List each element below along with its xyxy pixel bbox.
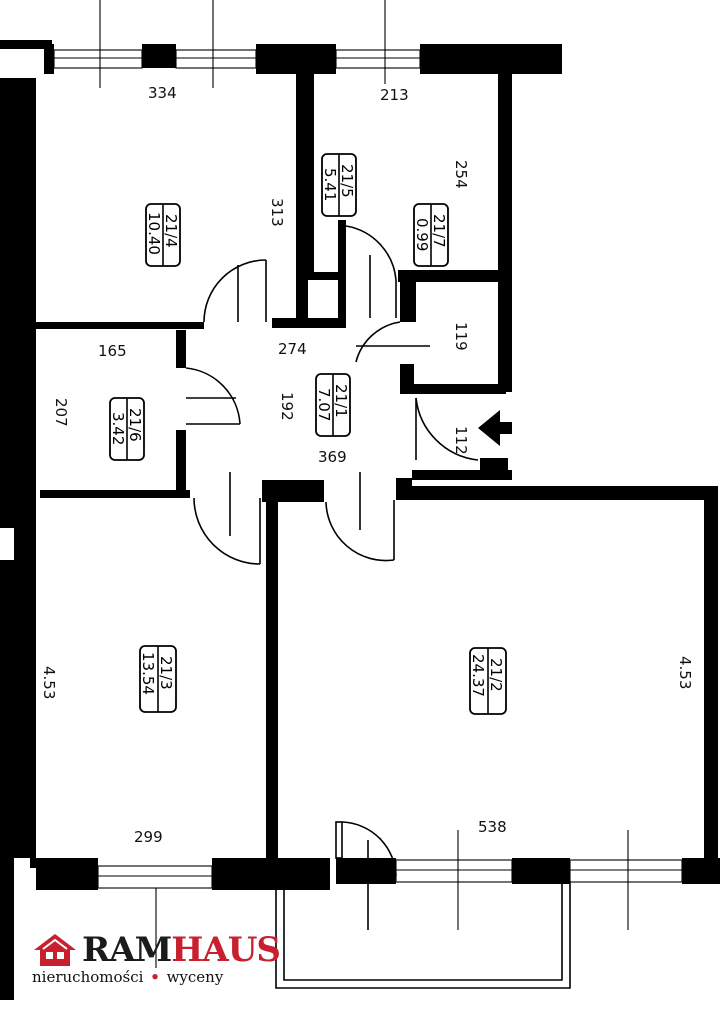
room-id: 21/2 (487, 658, 505, 692)
dim-538: 538 (478, 818, 507, 836)
wall-stub (176, 430, 186, 494)
wall-segment (420, 44, 562, 74)
wall-left-exterior-lower (0, 560, 14, 1000)
wall-21-4-right (296, 74, 308, 328)
brand-haus: HAUS (171, 930, 281, 970)
arrow-entrance-icon (478, 410, 512, 446)
room-area: 13.54 (139, 652, 157, 695)
tagline-wyceny: wyceny (166, 968, 224, 986)
room-id: 21/7 (430, 214, 448, 248)
window (569, 859, 683, 883)
room-area: 0.99 (413, 218, 431, 251)
dim-207: 207 (52, 398, 70, 427)
wall-21-5-bottom (308, 272, 340, 280)
window (395, 859, 513, 883)
wall-top-left (0, 40, 52, 49)
wall-21-5-left (308, 74, 314, 274)
ramhaus-logo: RAMHAUS nieruchomości • wyceny (32, 932, 281, 992)
wall-stub (176, 330, 186, 368)
room-badge-21-6: 21/6 3.42 (109, 397, 145, 461)
room-id: 21/5 (338, 164, 356, 198)
balcony (275, 882, 571, 989)
dim-192: 192 (278, 392, 296, 421)
wall-stub (406, 384, 506, 394)
room-badge-21-7: 21/7 0.99 (413, 203, 449, 267)
wall-segment (142, 44, 176, 68)
wall-segment (256, 44, 336, 74)
dim-313: 313 (268, 198, 286, 227)
dim-213: 213 (380, 86, 409, 104)
wall-bottom (36, 858, 98, 890)
dim-254: 254 (452, 160, 470, 189)
wall-segment (412, 470, 512, 480)
wall-left-exterior (0, 78, 14, 528)
room-area: 3.42 (109, 412, 127, 445)
dim-299: 299 (134, 828, 163, 846)
wall-right-lower (704, 498, 718, 868)
window (53, 49, 143, 69)
wall-stub (480, 458, 508, 478)
room-area: 24.37 (469, 654, 487, 697)
wall-21-5-door (338, 220, 346, 328)
walls (0, 40, 720, 1000)
wall-segment (272, 318, 340, 328)
room-area: 5.41 (321, 168, 339, 201)
wall-bottom (682, 858, 720, 884)
wall-bottom (512, 858, 570, 884)
wall-21-2-top (396, 486, 718, 500)
window (175, 49, 257, 69)
brand-name: RAMHAUS (82, 930, 281, 970)
room-badge-21-2: 21/2 24.37 (469, 647, 507, 715)
house-logo-icon (34, 934, 76, 966)
dim-453-right: 4.53 (676, 656, 694, 689)
room-badge-21-5: 21/5 5.41 (321, 153, 357, 217)
wall-stub (400, 282, 416, 322)
window (335, 49, 421, 69)
room-badge-21-1: 21/1 7.07 (315, 373, 351, 437)
wall-21-3-right (266, 502, 278, 862)
brand-ram: RAM (82, 930, 172, 970)
room-id: 21/1 (332, 384, 350, 418)
tagline-dot: • (150, 968, 160, 986)
room-area: 10.40 (145, 212, 163, 255)
room-area: 7.07 (315, 388, 333, 421)
room-id: 21/6 (126, 408, 144, 442)
dim-334: 334 (148, 84, 177, 102)
dim-119: 119 (452, 322, 470, 351)
room-badge-21-4: 21/4 10.40 (145, 203, 181, 267)
window-axis-lines (99, 0, 629, 968)
dim-453-left: 4.53 (40, 666, 58, 699)
wall-bottom (336, 858, 396, 884)
wall-bottom (212, 858, 330, 890)
brand-tagline: nieruchomości • wyceny (32, 968, 223, 986)
wall-right-upper (498, 74, 512, 392)
room-id: 21/4 (162, 214, 180, 248)
windows (53, 49, 683, 889)
room-badge-21-3: 21/3 13.54 (139, 645, 177, 713)
room-id: 21/3 (157, 656, 175, 690)
wall-21-7-bottom (398, 270, 498, 282)
tagline-nieruchomosci: nieruchomości (32, 968, 144, 986)
wall-segment (44, 44, 54, 74)
wall-21-6-bottom (40, 490, 190, 498)
wall-center-block (262, 480, 324, 502)
dim-112: 112 (452, 426, 470, 455)
wall-left-inner (30, 78, 36, 868)
window (97, 865, 213, 889)
wall-21-4-bottom (36, 322, 204, 329)
doors (185, 225, 479, 930)
dim-165: 165 (98, 342, 127, 360)
dim-369: 369 (318, 448, 347, 466)
dim-274: 274 (278, 340, 307, 358)
dimension-labels: 334 213 313 254 165 274 119 207 192 112 … (40, 84, 694, 846)
